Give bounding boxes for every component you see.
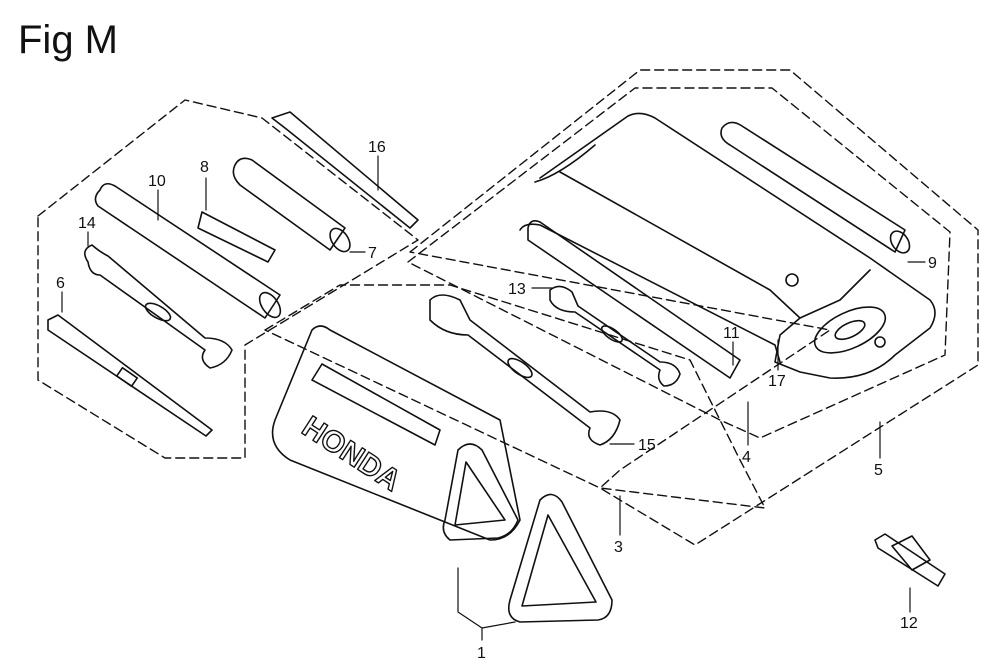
wrench-set <box>429 285 681 446</box>
callout-13: 13 <box>508 281 526 298</box>
callout-7: 7 <box>368 245 377 262</box>
wrench-14 <box>84 244 233 369</box>
tool-roll-badge-inner <box>834 319 866 341</box>
screwdriver-16 <box>271 111 419 229</box>
callout-10: 10 <box>148 173 166 190</box>
group-outlines <box>37 69 979 546</box>
tool-bag-triangle-end <box>442 443 519 541</box>
tool-roll-lower-edge <box>519 223 781 363</box>
outline-tool-roll-5 <box>409 69 979 546</box>
callout-16: 16 <box>368 139 386 156</box>
callout-12: 12 <box>900 615 918 632</box>
tool-roll-snap-top <box>785 273 799 287</box>
wrench-13-logo <box>600 325 624 343</box>
callout-11: 11 <box>723 325 740 342</box>
left-kit-tools <box>47 111 419 437</box>
tool-bag-body <box>271 325 521 541</box>
callout-labels: 1 3 4 5 6 7 8 9 10 11 12 13 14 15 16 17 <box>56 139 937 662</box>
tool-roll <box>519 112 936 379</box>
callout-3: 3 <box>614 539 623 556</box>
wrench-15 <box>429 294 621 446</box>
rod-9 <box>720 121 906 253</box>
leader-1 <box>457 567 516 641</box>
tool-roll-body <box>539 112 936 379</box>
tool-roll-badge <box>813 306 887 354</box>
callout-17: 17 <box>768 373 786 390</box>
outline-tool-roll-4 <box>407 87 951 439</box>
spark-plug <box>874 533 946 587</box>
rod-11 <box>527 220 741 379</box>
bit-8 <box>197 211 276 263</box>
screwdriver-6-grip <box>115 366 139 388</box>
callout-9: 9 <box>928 255 937 272</box>
tool-bag-window <box>311 363 441 446</box>
callout-6: 6 <box>56 275 65 292</box>
tool-bag-cap-inner <box>521 514 597 607</box>
callout-8: 8 <box>200 159 209 176</box>
spark-plug-body <box>874 533 946 587</box>
callout-4: 4 <box>742 449 751 466</box>
tool-roll-flap <box>534 144 801 319</box>
box-spanner-10-end <box>258 291 282 319</box>
callout-5: 5 <box>874 462 883 479</box>
tool-bag: HONDA <box>271 325 613 623</box>
wrench-14-logo <box>144 302 172 322</box>
tool-roll-snap-bottom <box>874 336 886 348</box>
handle-7-end <box>329 227 351 253</box>
callout-1: 1 <box>477 645 486 662</box>
tool-bag-triangle-inner <box>454 461 506 526</box>
outline-left-kit <box>37 99 419 459</box>
wrench-13 <box>549 285 681 387</box>
rod-9-end <box>889 230 911 254</box>
leader-lines <box>61 155 926 641</box>
figure-title: Fig M <box>18 18 118 62</box>
callout-14: 14 <box>78 215 96 232</box>
outline-wrench-set-3 <box>264 284 766 509</box>
handle-7 <box>232 157 346 251</box>
tool-bag-cap <box>507 493 613 623</box>
box-spanner-10 <box>94 182 281 319</box>
spark-plug-hex <box>891 535 931 571</box>
screwdriver-6 <box>47 314 213 437</box>
callout-15: 15 <box>638 437 656 454</box>
wrench-15-logo <box>507 357 533 379</box>
